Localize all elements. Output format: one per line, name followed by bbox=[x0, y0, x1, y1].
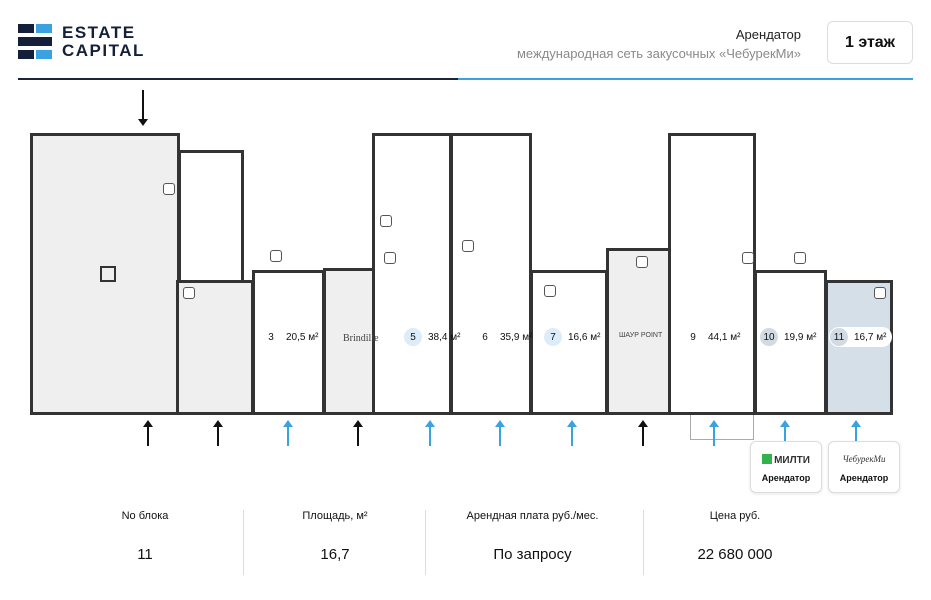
logo-line2: CAPITAL bbox=[62, 41, 145, 60]
shaurpoint-logo: ШАУР POINT bbox=[619, 332, 663, 339]
value-rent: По запросу bbox=[493, 546, 572, 563]
entrance-arrow bbox=[638, 420, 648, 446]
entrance-arrow bbox=[143, 420, 153, 446]
divider-accent bbox=[458, 78, 913, 80]
wc-icon bbox=[380, 215, 392, 227]
entrance-arrow bbox=[353, 420, 363, 446]
entrance-arrow bbox=[567, 420, 577, 446]
entrance-arrow bbox=[495, 420, 505, 446]
entrance-arrow bbox=[283, 420, 293, 446]
corridor bbox=[178, 150, 244, 280]
cheburekmi-logo: ЧебурекМи bbox=[842, 454, 886, 464]
entrance-arrow bbox=[213, 420, 223, 446]
wc-icon bbox=[544, 285, 556, 297]
wc-icon bbox=[742, 252, 754, 264]
tenant-card-label: Арендатор bbox=[839, 473, 889, 483]
terrace bbox=[690, 415, 754, 440]
entrance-arrow bbox=[709, 420, 719, 446]
wc-icon bbox=[874, 287, 886, 299]
floor-button[interactable]: 1 этаж bbox=[827, 21, 913, 64]
unit-3[interactable] bbox=[252, 270, 325, 415]
wc-icon bbox=[794, 252, 806, 264]
unit-1[interactable] bbox=[30, 133, 180, 415]
logo-line1: ESTATE bbox=[62, 23, 136, 42]
unit-2[interactable] bbox=[176, 280, 254, 415]
brindille-logo: Brindille bbox=[343, 333, 379, 344]
tenant-card-milti[interactable]: МИЛТИ Арендатор bbox=[750, 441, 822, 493]
unit-5[interactable] bbox=[372, 133, 452, 415]
tenant-card-cheburekmi[interactable]: ЧебурекМи Арендатор bbox=[828, 441, 900, 493]
header-price: Цена руб. bbox=[709, 510, 761, 522]
wc-icon bbox=[384, 252, 396, 264]
value-area: 16,7 bbox=[320, 546, 350, 563]
tenant-card-label: Арендатор bbox=[761, 473, 811, 483]
header-rent: Арендная плата руб./мес. bbox=[466, 510, 599, 522]
unit-6[interactable] bbox=[450, 133, 532, 415]
entrance-arrow bbox=[780, 420, 790, 441]
value-block-no: 11 bbox=[137, 546, 153, 563]
header-area: Площадь, м² bbox=[302, 510, 368, 522]
header-block-no: No блока bbox=[121, 510, 169, 522]
logo bbox=[18, 24, 158, 62]
entrance-arrow bbox=[425, 420, 435, 446]
milti-logo: МИЛТИ bbox=[774, 455, 810, 466]
entrance-arrow bbox=[851, 420, 861, 441]
wc-icon bbox=[163, 183, 175, 195]
wc-icon bbox=[270, 250, 282, 262]
unit-11-selected[interactable] bbox=[825, 280, 893, 415]
tenant-label: Арендатор bbox=[735, 27, 801, 42]
entrance-arrow bbox=[138, 90, 148, 126]
divider bbox=[18, 78, 458, 80]
value-price: 22 680 000 bbox=[697, 546, 773, 563]
unit-9[interactable] bbox=[668, 133, 756, 415]
wc-icon bbox=[462, 240, 474, 252]
wc-icon bbox=[636, 256, 648, 268]
tenant-name: международная сеть закусочных «ЧебурекМи… bbox=[516, 46, 801, 61]
wc-icon bbox=[183, 287, 195, 299]
